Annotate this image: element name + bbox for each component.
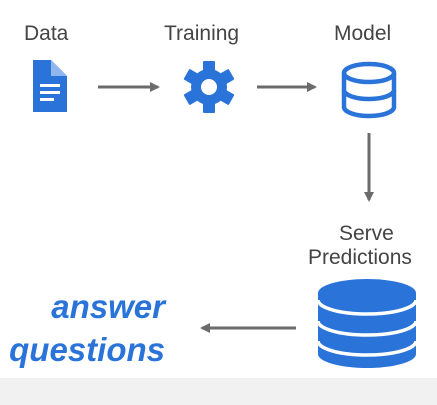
answer-line-1: answer xyxy=(51,288,165,325)
database-large-icon xyxy=(316,279,418,368)
answer-line-2: questions xyxy=(9,331,165,368)
document-icon xyxy=(33,60,67,112)
training-label: Training xyxy=(164,22,240,45)
gear-icon xyxy=(183,61,235,113)
data-label: Data xyxy=(24,22,69,45)
bottom-band xyxy=(0,378,437,405)
database-icon xyxy=(341,61,397,119)
answer-text: answer questions xyxy=(9,285,165,371)
predictions-label: Predictions xyxy=(308,246,412,269)
model-label: Model xyxy=(334,22,392,45)
serve-label: Serve xyxy=(339,222,394,245)
